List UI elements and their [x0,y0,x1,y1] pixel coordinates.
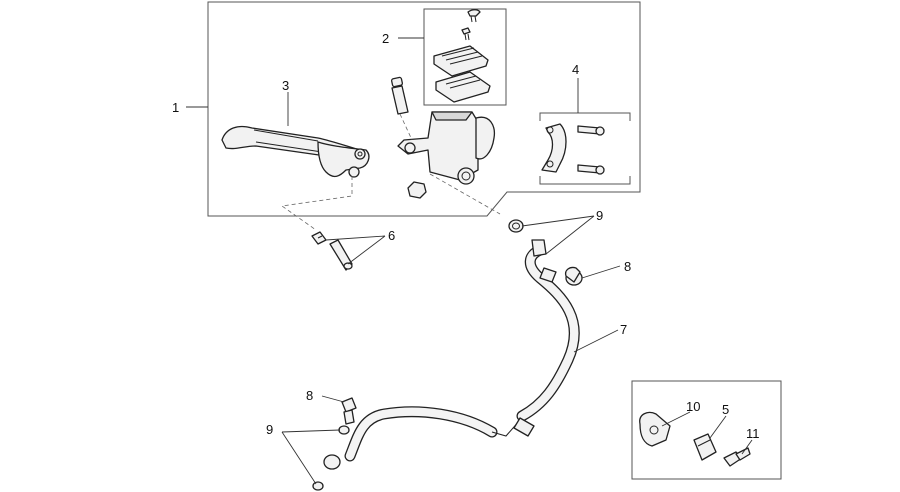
callout-9-bottom: 9 [266,422,273,437]
callout-8-top: 8 [624,259,631,274]
assembly-frame [207,1,641,217]
lever-pivot-pin [311,231,353,271]
leader-5 [709,415,727,439]
small-parts-frame [631,380,782,480]
banjo-bolt-top [564,266,583,286]
handlebar-clamp [541,123,605,175]
leader-8-bottom [321,395,345,403]
callout-2: 2 [382,31,389,46]
leader-8-top [581,265,621,279]
callout-11: 11 [746,426,760,441]
banjo-bolt-bottom [341,397,357,425]
body-nut [407,181,427,199]
alignment-line-lever [280,176,353,231]
spring-clip [693,433,717,461]
callout-7: 7 [620,322,627,337]
washer-top [508,219,524,233]
alignment-line-body [399,113,501,215]
leader-6 [325,235,386,265]
leader-9-bottom [281,429,341,485]
clamp-frame [539,112,631,185]
leader-9-top [521,215,595,255]
callout-9-top: 9 [596,208,603,223]
leader-7 [573,329,619,353]
clamp-screw [723,447,751,467]
callout-4: 4 [572,62,579,77]
callout-1: 1 [172,100,179,115]
hose-clamp [639,411,671,447]
callout-8-bottom: 8 [306,388,313,403]
callout-3: 3 [282,78,289,93]
leader-10 [661,411,691,427]
brake-hose [323,239,580,470]
brake-lever [221,125,370,178]
callout-5: 5 [722,402,729,417]
reservoir-cap-frame [423,8,507,106]
leader-11 [741,439,753,455]
banjo-bolt [390,76,409,115]
callout-10: 10 [686,399,700,414]
washer-bottom-lower [312,481,324,491]
washer-bottom-upper [338,425,350,435]
callout-6: 6 [388,228,395,243]
reservoir-cap-assembly [433,9,491,103]
master-cylinder-body [397,111,496,185]
